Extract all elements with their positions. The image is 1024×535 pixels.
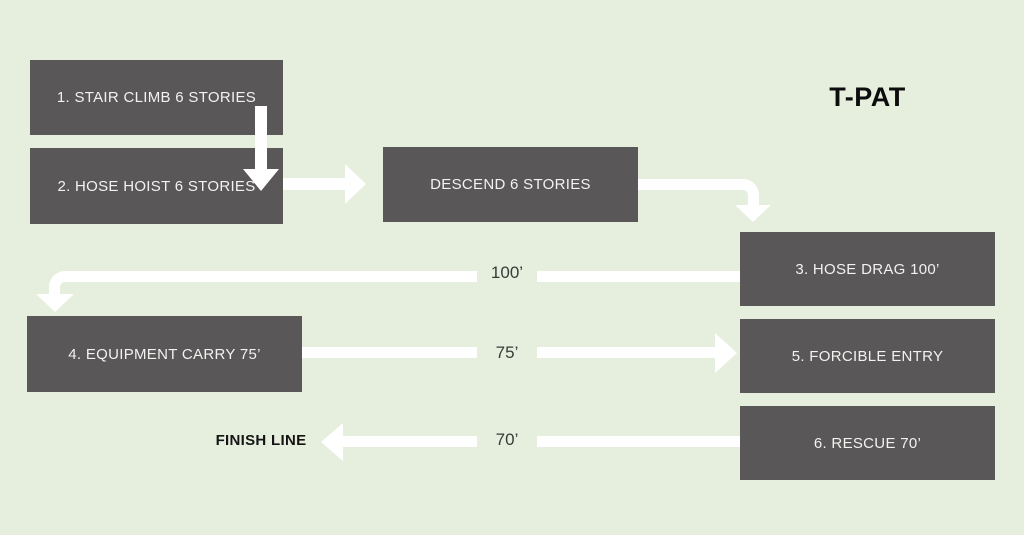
step-label: 3. HOSE DRAG 100’	[795, 260, 940, 278]
step-box-stair-climb: 1. STAIR CLIMB 6 STORIES	[30, 60, 283, 135]
step-label: DESCEND 6 STORIES	[430, 176, 591, 193]
finish-line-label: FINISH LINE	[215, 432, 307, 449]
arrow-hosedrag-to-equipmentcarry-elbow	[49, 271, 477, 295]
arrowhead-left-icon	[321, 423, 343, 461]
arrow-rescue-to-finish-segment	[343, 436, 477, 447]
step-box-equipment-carry: 4. EQUIPMENT CARRY 75’	[27, 316, 302, 392]
arrowhead-down-icon	[735, 205, 771, 222]
arrow-equipmentcarry-to-forcibleentry-segment	[302, 347, 477, 358]
arrow-stairclimb-to-hosehoist	[255, 106, 267, 170]
arrow-hosedrag-to-equipmentcarry-segment	[537, 271, 740, 282]
arrowhead-down-icon	[36, 294, 74, 312]
step-label: 1. STAIR CLIMB 6 STORIES	[56, 89, 257, 106]
arrowhead-right-icon	[715, 333, 737, 373]
step-box-forcible-entry: 5. FORCIBLE ENTRY	[740, 319, 995, 393]
step-label: 6. RESCUE 70’	[813, 434, 922, 452]
step-box-hose-hoist: 2. HOSE HOIST 6 STORIES	[30, 148, 283, 224]
step-label: 2. HOSE HOIST 6 STORIES	[57, 177, 256, 195]
arrow-descend-to-hosedrag	[638, 179, 759, 206]
distance-label-100: 100’	[490, 263, 524, 282]
distance-label-75: 75’	[495, 343, 519, 362]
step-label: 4. EQUIPMENT CARRY 75’	[68, 345, 261, 363]
distance-label-70: 70’	[495, 430, 519, 449]
step-label: 5. FORCIBLE ENTRY	[791, 347, 944, 365]
step-box-rescue: 6. RESCUE 70’	[740, 406, 995, 480]
diagram-title: T-PAT	[829, 82, 906, 112]
arrow-rescue-to-finish-segment	[537, 436, 740, 447]
step-box-descend: DESCEND 6 STORIES	[383, 147, 638, 222]
step-box-hose-drag: 3. HOSE DRAG 100’	[740, 232, 995, 306]
arrow-equipmentcarry-to-forcibleentry-segment	[537, 347, 715, 358]
arrowhead-right-icon	[345, 164, 366, 204]
arrowhead-down-icon	[243, 169, 279, 191]
arrow-hosehoist-to-descend	[283, 178, 345, 190]
